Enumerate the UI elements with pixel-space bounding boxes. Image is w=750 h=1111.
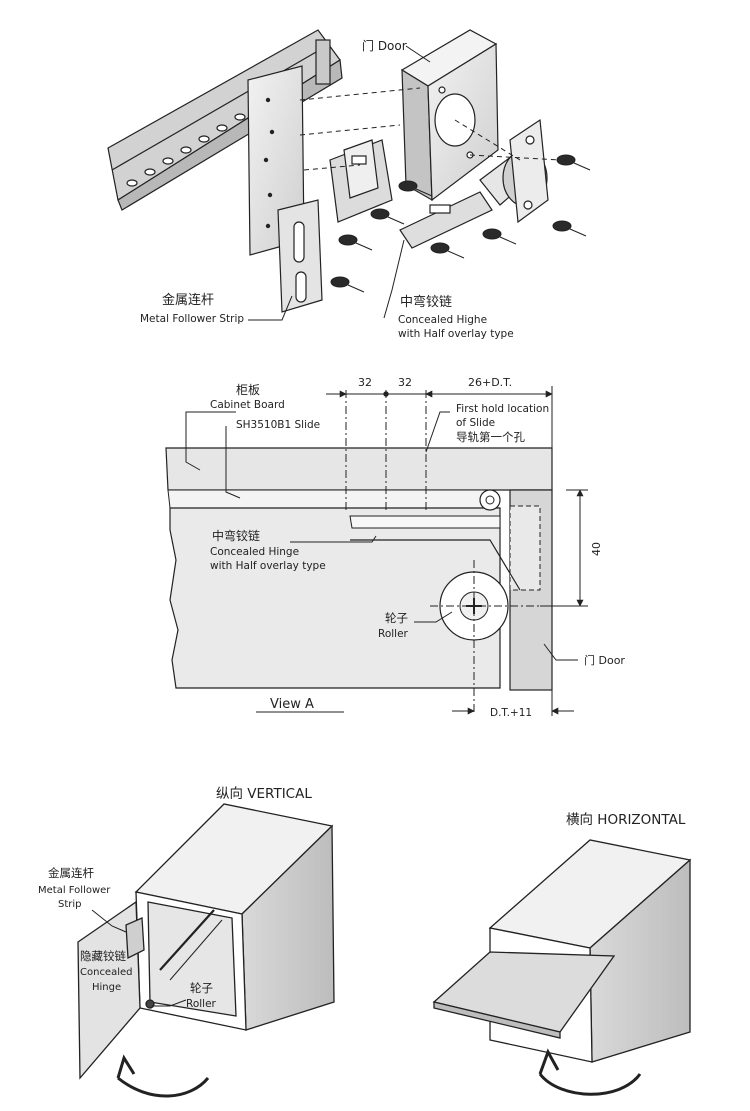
strip-en-3a: Metal Follower [38,885,111,896]
strip-leader [248,295,293,321]
dim-32b: 32 [398,376,412,389]
screw-icon [552,220,587,237]
hinge-label-cn: 中弯铰链 [400,294,452,310]
assembly-lines [299,87,561,171]
vertical-title: 纵向 VERTICAL [216,786,312,802]
slide-rail [107,29,343,211]
view-label: View A [270,697,314,712]
hinge-label-en1: Concealed Highe [398,314,487,326]
orientation-section: 纵向 VERTICAL 横向 HORIZONTAL [38,786,692,1098]
hinge-en-2a: Concealed Hinge [210,546,299,558]
dim-26: 26+D.T. [468,376,512,389]
roller-en-3: Roller [186,998,217,1010]
roller-cn-3: 轮子 [190,981,213,995]
screw-icon [370,208,405,225]
hinge-cn-3: 隐藏铰链 [80,949,126,963]
screw-icon [430,242,465,259]
hinge-en-3a: Concealed [80,967,133,978]
concealed-hinge [399,118,549,249]
horizontal-title: 横向 HORIZONTAL [566,812,686,828]
screw-icon [556,154,591,171]
first-hold-2: of Slide [456,417,495,429]
dim-32a: 32 [358,376,372,389]
horizontal-cabinet [432,839,692,1063]
screw-icon [482,228,517,245]
screw-icon [330,276,365,293]
metal-follower-strip [247,65,323,313]
hinge-cn-2: 中弯铰链 [212,528,260,543]
vertical-cabinet [77,803,335,1080]
door-label-2: 门 Door [584,653,625,667]
cabinet-board [165,447,553,491]
exploded-view: 门 Door 金属连杆 Metal Follower Strip 中弯铰链 Co… [107,29,591,340]
slide-strip [167,489,491,509]
hinge-en-3b: Hinge [92,982,121,993]
mounting-plate [329,139,393,223]
screw-icon [338,234,373,251]
hinge-en-2b: with Half overlay type [210,560,326,572]
roller-cn-2: 轮子 [385,611,408,625]
cabinet-cn: 柜板 [236,383,260,397]
strip-cn-3: 金属连杆 [48,866,94,880]
dim-dt11: D.T.+11 [490,707,532,719]
door-panel [400,29,499,202]
slide-label: SH3510B1 Slide [236,419,320,431]
cabinet-en: Cabinet Board [210,399,285,411]
strip-label-en: Metal Follower Strip [140,313,244,325]
screws [330,154,591,293]
dim-40: 40 [590,542,603,556]
roller-en-2: Roller [378,628,409,640]
vertical-arrow [117,1076,210,1098]
door-leader [405,45,431,63]
strip-en-3b: Strip [58,899,82,910]
screw-icon [398,180,433,197]
door-label: 门 Door [362,38,407,53]
first-hold-cn: 导轨第一个孔 [456,430,525,444]
first-hold-1: First hold location [456,403,549,415]
hinge-leader [383,239,405,319]
strip-label-cn: 金属连杆 [162,292,214,308]
hinge-label-en2: with Half overlay type [398,328,514,340]
horizontal-arrow [538,1073,642,1096]
hinge-body [349,515,501,529]
view-a-section: 正 [165,376,625,719]
